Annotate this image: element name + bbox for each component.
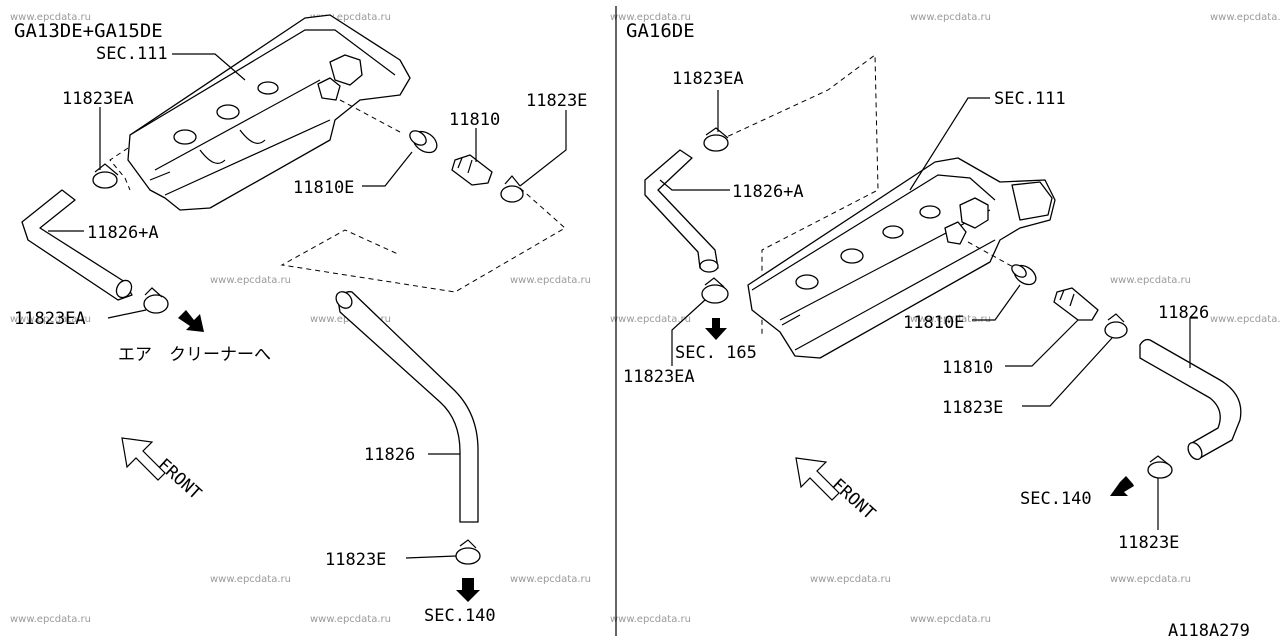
watermark: www.epcdata.ru <box>1210 12 1280 23</box>
front-arrow-right: FRONT <box>795 457 879 524</box>
watermark: www.epcdata.ru <box>610 314 691 325</box>
hose-short <box>644 149 719 273</box>
watermark: www.epcdata.ru <box>610 614 691 625</box>
watermark: www.epcdata.ru <box>510 275 591 286</box>
rocker-cover <box>109 14 411 211</box>
label-sec111: SEC.111 <box>994 89 1066 109</box>
hose-clip-top <box>703 127 729 152</box>
pcv-valve <box>451 154 493 186</box>
front-arrow-left: FRONT <box>121 437 205 504</box>
watermark: www.epcdata.ru <box>910 12 991 23</box>
watermark: www.epcdata.ru <box>610 12 691 23</box>
hose-clip-bottom-right <box>455 539 481 565</box>
routing-line <box>719 54 879 335</box>
hose-clip-bottom-left <box>143 287 169 314</box>
watermark: www.epcdata.ru <box>310 614 391 625</box>
hose-short <box>21 189 133 301</box>
figure-code: A118A279 <box>1168 621 1250 640</box>
label-sec140: SEC.140 <box>424 606 496 626</box>
label-grommet: 11810E <box>293 178 354 198</box>
pcv-valve <box>1053 287 1099 321</box>
label-hose-a: 11826+A <box>732 182 804 202</box>
leader-lines <box>659 90 1198 530</box>
sec140-arrow <box>1110 476 1134 496</box>
left-panel-title: GA13DE+GA15DE <box>14 20 163 42</box>
watermark: www.epcdata.ru <box>510 574 591 585</box>
watermark: www.epcdata.ru <box>210 574 291 585</box>
watermark: www.epcdata.ru <box>310 12 391 23</box>
watermark: www.epcdata.ru <box>10 314 91 325</box>
label-hose-a: 11826+A <box>87 223 159 243</box>
hose-long <box>335 291 479 523</box>
label-hose: 11826 <box>1158 303 1209 323</box>
label-clip-e-bottom: 11823E <box>325 550 386 570</box>
rocker-cover <box>747 157 1056 359</box>
label-grommet: 11810E <box>903 313 964 333</box>
label-clip-ea-top: 11823EA <box>62 89 134 109</box>
front-label: FRONT <box>828 475 879 524</box>
right-panel: GA16DE <box>623 20 1242 553</box>
watermark: www.epcdata.ru <box>910 614 991 625</box>
left-panel: GA13DE+GA15DE <box>14 14 587 626</box>
hose-clip-bottom-left <box>701 277 729 304</box>
watermark: www.epcdata.ru <box>1210 314 1280 325</box>
hose-clip-top-left <box>92 163 119 189</box>
watermark: www.epcdata.ru <box>10 614 91 625</box>
label-sec165: SEC. 165 <box>675 343 757 363</box>
label-clip-ea-bottom: 11823EA <box>623 367 695 387</box>
front-label: FRONT <box>154 455 205 504</box>
watermark: www.epcdata.ru <box>1110 275 1191 286</box>
watermark: www.epcdata.ru <box>10 12 91 23</box>
hose-long <box>1139 338 1242 461</box>
hose-clip-mid <box>1104 313 1128 339</box>
sec165-arrow <box>705 318 727 340</box>
label-sec111: SEC.111 <box>96 44 168 64</box>
label-air-cleaner: エア クリーナーへ <box>118 345 271 365</box>
label-pcv-valve: 11810 <box>942 358 993 378</box>
label-clip-e-top: 11823E <box>526 91 587 111</box>
grommet <box>409 130 438 154</box>
label-clip-ea-bottom: 11823EA <box>14 309 86 329</box>
air-cleaner-arrow <box>178 310 204 332</box>
watermark: www.epcdata.ru <box>210 275 291 286</box>
leader-lines <box>48 53 567 559</box>
watermark: www.epcdata.ru <box>910 314 991 325</box>
hose-clip-top-right <box>500 175 524 203</box>
label-sec140: SEC.140 <box>1020 489 1092 509</box>
label-clip-e-bottom: 11823E <box>1118 533 1179 553</box>
label-clip-e-mid: 11823E <box>942 398 1003 418</box>
label-clip-ea-top: 11823EA <box>672 69 744 89</box>
routing-line <box>280 99 566 293</box>
watermark: www.epcdata.ru <box>1110 574 1191 585</box>
label-hose: 11826 <box>364 445 415 465</box>
hose-clip-bottom-right <box>1147 455 1173 479</box>
right-panel-title: GA16DE <box>626 20 695 42</box>
label-pcv-valve: 11810 <box>449 110 500 130</box>
grommet <box>1011 264 1037 286</box>
watermark: www.epcdata.ru <box>810 574 891 585</box>
sec140-arrow <box>456 578 480 602</box>
